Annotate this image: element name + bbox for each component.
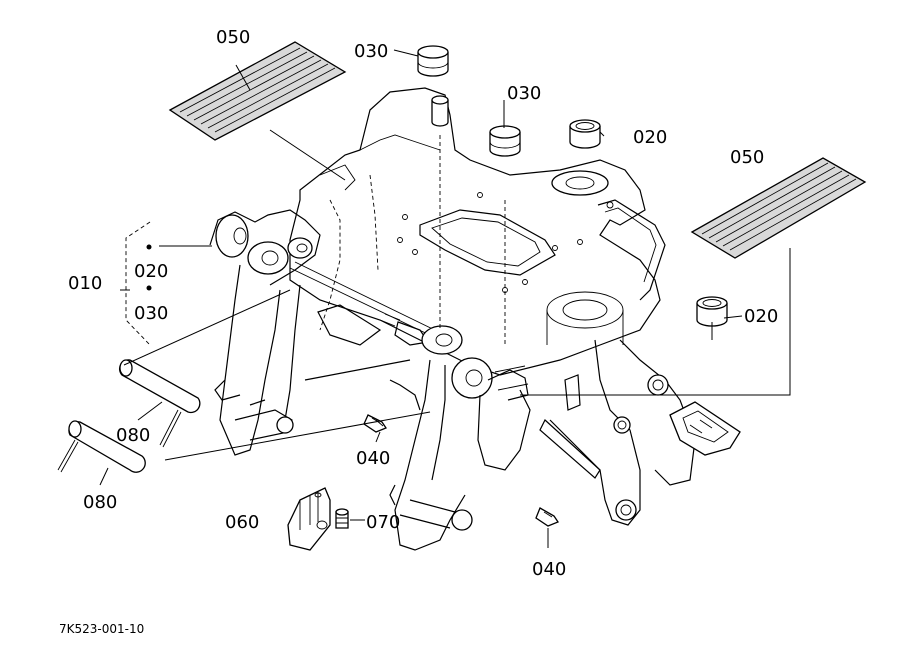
callout-included-1: 020	[134, 261, 168, 282]
bushing-030-top-middle	[489, 125, 521, 157]
bracket-060	[287, 487, 331, 551]
left-arm	[209, 174, 382, 456]
grease-nipple-040-right	[535, 507, 559, 527]
callout-bracket: 060	[225, 512, 259, 533]
callout-bushing-top-middle: 030	[507, 83, 541, 104]
callout-bushing-right-lower: 020	[744, 306, 778, 327]
callout-pedal-pad-right: 050	[730, 147, 764, 168]
bushing-020-right-lower	[696, 296, 728, 327]
pin-080-lower	[57, 420, 146, 473]
callout-pedal-pad-left: 050	[216, 27, 250, 48]
callout-bushing-top-left: 030	[354, 41, 388, 62]
callout-grease-nipple-right: 040	[532, 559, 566, 580]
callout-assembly: 010	[68, 273, 102, 294]
bolt-070	[335, 508, 349, 529]
callout-bolt: 070	[366, 512, 400, 533]
callout-pin-lower: 080	[83, 492, 117, 513]
callout-bushing-right-upper: 020	[633, 127, 667, 148]
leader-lines	[99, 49, 791, 548]
pedal-pad-right	[690, 157, 867, 259]
bushing-020-right-upper	[569, 119, 601, 149]
stud-bushing	[431, 95, 449, 127]
callout-grease-nipple-left: 040	[356, 448, 390, 469]
pin-080-upper	[118, 359, 201, 448]
pedal-pad-left	[168, 41, 347, 141]
pedal-frame	[289, 87, 741, 526]
center-arm	[249, 135, 601, 551]
included-dot-1	[146, 244, 152, 250]
callout-pin-upper: 080	[116, 425, 150, 446]
included-dot-2	[146, 285, 152, 291]
bushing-030-top-left	[417, 45, 449, 77]
reference-code: 7K523-001-10	[59, 622, 144, 636]
callout-included-2: 030	[134, 303, 168, 324]
